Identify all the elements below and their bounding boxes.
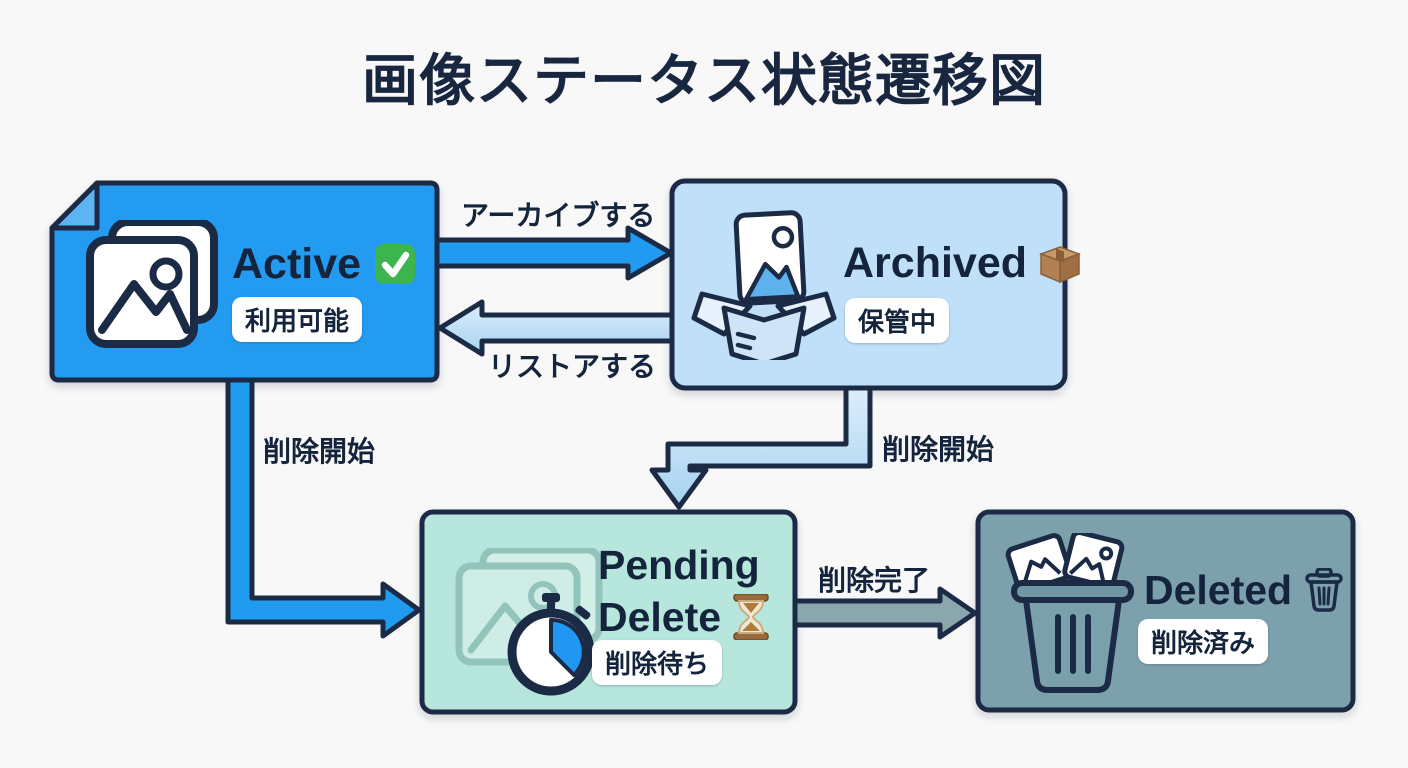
badge-deleted: 削除済み xyxy=(1138,619,1269,664)
diagram-title: 画像ステータス状態遷移図 xyxy=(362,49,1046,112)
archived-icon-wrap xyxy=(688,208,840,360)
badge-active: 利用可能 xyxy=(232,297,363,342)
transition-label-restore: リストアする xyxy=(488,351,657,382)
stopwatch-wrap xyxy=(503,592,603,698)
active-fold-corner xyxy=(49,180,100,231)
photo-stack-icon xyxy=(86,220,218,348)
box-with-photo-icon xyxy=(691,210,837,360)
active-icon-wrap xyxy=(86,220,221,348)
badge-archived: 保管中 xyxy=(845,298,950,343)
pending-label-line1: Pending xyxy=(598,542,760,588)
state-label-archived: Archived xyxy=(843,239,1082,287)
trash-full-icon xyxy=(1005,533,1134,693)
check-mark-emoji-icon xyxy=(375,244,416,284)
pending-label-line2: Delete xyxy=(598,593,722,640)
arrow-active-to-pending xyxy=(225,377,422,639)
active-label-text: Active xyxy=(232,239,362,288)
hourglass-emoji-icon xyxy=(733,594,769,640)
arrow-pending-to-deleted xyxy=(792,586,978,640)
archived-label-text: Archived xyxy=(843,239,1028,287)
arrow-archived-to-active xyxy=(437,299,675,357)
deleted-icon-wrap xyxy=(1000,533,1145,695)
state-label-pending-line2: Delete xyxy=(598,594,769,640)
deleted-label-text: Deleted xyxy=(1144,566,1293,613)
transition-label-delete-start-from-active: 削除開始 xyxy=(263,436,376,467)
package-emoji-icon xyxy=(1039,245,1082,283)
state-label-pending-line1: Pending xyxy=(598,545,760,586)
stopwatch-icon xyxy=(507,593,595,696)
wastebasket-emoji-icon xyxy=(1305,568,1343,612)
state-label-deleted: Deleted xyxy=(1144,568,1344,612)
transition-label-delete-start-from-archived: 削除開始 xyxy=(882,434,995,465)
state-label-active: Active xyxy=(232,242,417,286)
transition-label-delete-complete: 削除完了 xyxy=(818,565,931,596)
transition-label-archive: アーカイブする xyxy=(461,200,656,231)
arrow-archived-to-pending xyxy=(649,385,873,510)
badge-pending: 削除待ち xyxy=(592,640,723,685)
arrow-active-to-archived xyxy=(434,225,674,281)
